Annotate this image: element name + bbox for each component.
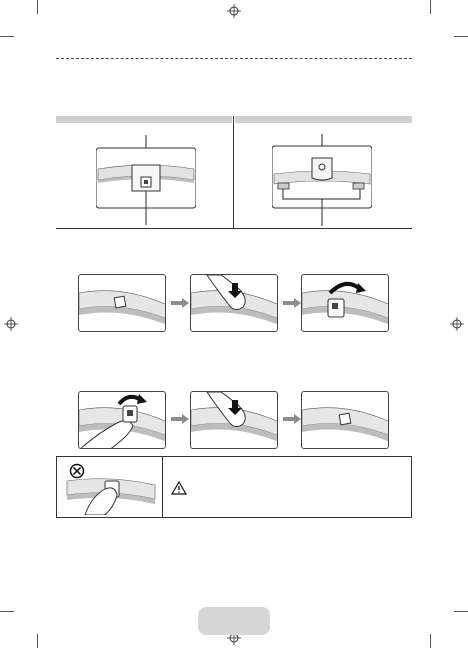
press-down-finger-icon [191,275,277,325]
warning-triangle-icon [171,481,187,495]
step-panel [190,274,278,332]
tv-stand-front-with-two-callouts-icon [95,135,197,225]
caution-figure [65,461,157,516]
arrow-right-icon [171,298,189,308]
registration-mark-icon [4,317,18,331]
crop-mark [430,0,431,14]
crop-mark [37,634,38,648]
prohibited-icon [69,463,85,479]
lift-cover-icon [302,281,388,325]
closed-cover-icon [302,407,388,442]
stand-front-figure [95,135,197,225]
rotate-cover-icon [79,394,165,448]
crop-mark [454,36,468,37]
caution-box [56,456,412,518]
registration-mark-icon [227,4,241,18]
stand-rear-figure [271,134,373,226]
step-panel [78,274,166,332]
arrow-right-icon [283,414,301,424]
caution-divider [162,457,163,517]
crop-mark [0,611,14,612]
registration-mark-icon [450,317,464,331]
step-panel [190,391,278,449]
crop-mark [37,0,38,14]
table-header-left [56,116,232,123]
table-bottom-rule [56,228,412,229]
tv-stand-rear-with-callouts-icon [271,134,373,226]
crop-mark [0,36,14,37]
arrow-right-icon [171,414,189,424]
step-panel [78,391,166,449]
crop-mark [430,634,431,648]
page-number-tab [198,607,270,635]
table-column-divider [233,116,234,228]
remote-stand-panel-icon [79,290,165,325]
incorrect-handling-figure [66,478,156,516]
step-panel [301,391,389,449]
press-down-finger-icon [191,392,277,442]
crop-mark [454,611,468,612]
table-header-right [235,116,412,123]
step-panel [301,274,389,332]
section-divider [56,58,412,59]
arrow-right-icon [283,298,301,308]
